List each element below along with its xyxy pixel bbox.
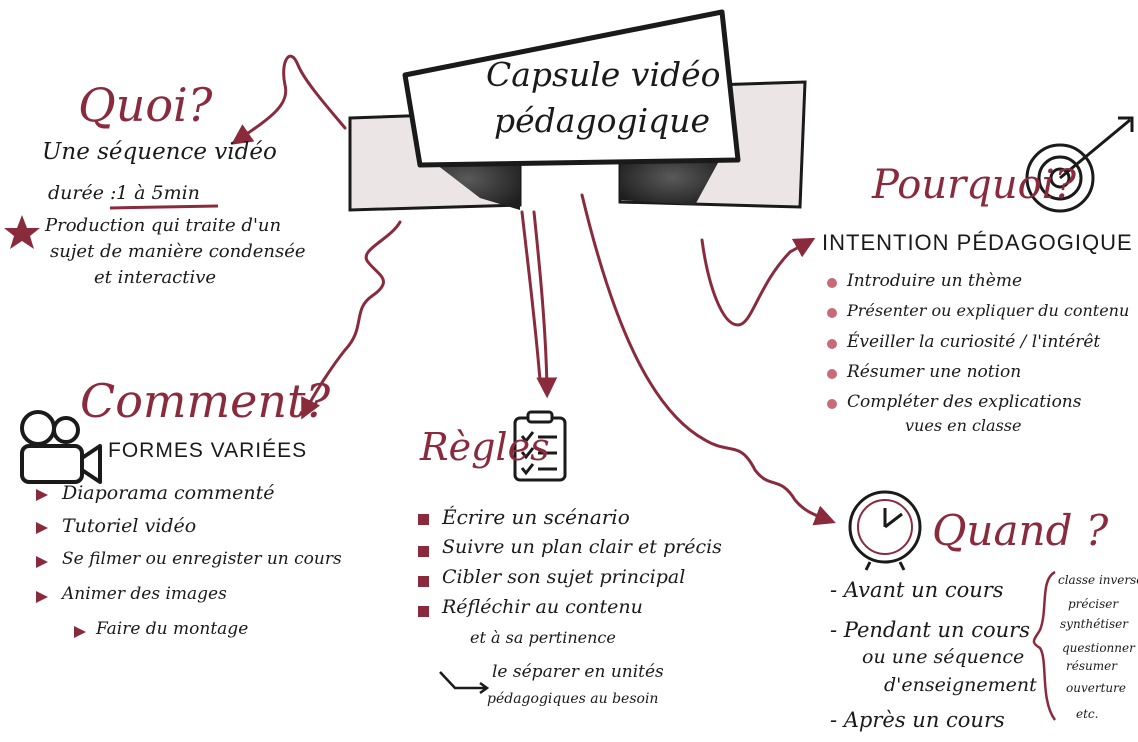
comment-item-3: Se filmer ou enregister un cours <box>62 549 342 569</box>
quoi-heading: Quoi? <box>78 78 213 132</box>
regles-item-3: Cibler son sujet principal <box>442 566 686 588</box>
quand-item-3: - Après un cours <box>830 708 1005 732</box>
quoi-production-line1: Production qui traite d'un <box>45 215 282 236</box>
comment-heading: Comment? <box>80 374 331 428</box>
quand-arrow <box>580 193 836 526</box>
pourquoi-arrow <box>700 237 816 327</box>
banner-front <box>402 9 741 168</box>
checklist-icon <box>513 410 567 482</box>
quand-note-6: ouverture <box>1066 681 1126 695</box>
regles-item-2: Suivre un plan clair et précis <box>442 536 722 558</box>
comment-item-1: Diaporama commenté <box>62 482 275 504</box>
quand-item-2: - Pendant un cours <box>830 618 1030 642</box>
quand-note-3: synthétiser <box>1060 617 1128 631</box>
regles-heading: Règles <box>420 425 550 469</box>
pourquoi-item-5: Compléter des explications <box>847 392 1082 412</box>
quand-note-4: questionner <box>1062 641 1135 655</box>
pourquoi-item-4: Résumer une notion <box>847 362 1022 382</box>
video-camera-icon <box>20 410 102 484</box>
regles-item-1: Écrire un scénario <box>442 505 630 529</box>
quand-item-1: - Avant un cours <box>830 578 1004 602</box>
comment-item-2: Tutoriel vidéo <box>62 515 197 537</box>
banner-title-line2: pédagogique <box>494 101 711 140</box>
quoi-line1: Une séquence vidéo <box>42 139 277 165</box>
comment-bullets <box>36 489 86 638</box>
regles-sub-arrow <box>439 671 485 690</box>
comment-subitem: Faire du montage <box>96 619 249 639</box>
pourquoi-heading: Pourquoi? <box>872 162 1076 208</box>
quand-note-7: etc. <box>1076 707 1099 721</box>
quoi-duree-label: durée : <box>48 182 117 204</box>
comment-arrow <box>301 220 402 420</box>
pourquoi-item-3: Éveiller la curiosité / l'intérêt <box>847 332 1101 352</box>
quoi-production-line2: sujet de manière condensée <box>50 241 306 262</box>
regles-bullets <box>418 514 429 617</box>
regles-item-4: Réfléchir au contenu <box>442 596 643 618</box>
star-icon <box>4 215 40 249</box>
quand-item-2-line3: d'enseignement <box>884 674 1037 696</box>
quoi-production-line3: et interactive <box>94 267 217 288</box>
pourquoi-bullets <box>827 278 837 409</box>
quand-note-5: résumer <box>1066 659 1117 673</box>
pourquoi-subheading: INTENTION PÉDAGOGIQUE <box>822 230 1133 255</box>
clock-icon <box>848 490 922 571</box>
quand-brace <box>1032 570 1057 721</box>
regles-arrow-left <box>520 210 542 382</box>
quoi-arrow <box>231 54 347 145</box>
pourquoi-item-2: Présenter ou expliquer du contenu <box>847 301 1130 320</box>
banner-title-line1: Capsule vidéo <box>486 55 721 94</box>
target-icon <box>1025 116 1134 213</box>
title-banner <box>348 9 807 212</box>
comment-item-4: Animer des images <box>62 584 227 604</box>
regles-item-4-cont: et à sa pertinence <box>470 628 616 647</box>
quand-heading: Quand ? <box>932 506 1109 555</box>
pourquoi-item-1: Introduire un thème <box>847 271 1023 291</box>
regles-arrow-right <box>532 210 558 399</box>
comment-subheading: FORMES VARIÉES <box>108 439 308 462</box>
duree-underline <box>109 204 219 210</box>
regles-arrow-line2: pédagogiques au besoin <box>487 691 659 707</box>
quoi-duree-value: 1 à 5min <box>116 182 200 204</box>
quand-note-2: préciser <box>1068 597 1119 611</box>
quand-item-2-line2: ou une séquence <box>862 646 1025 668</box>
quand-note-1: classe inversée <box>1058 573 1138 587</box>
pourquoi-item-5-cont: vues en classe <box>905 416 1022 435</box>
regles-arrow-line1: le séparer en unités <box>492 662 664 682</box>
